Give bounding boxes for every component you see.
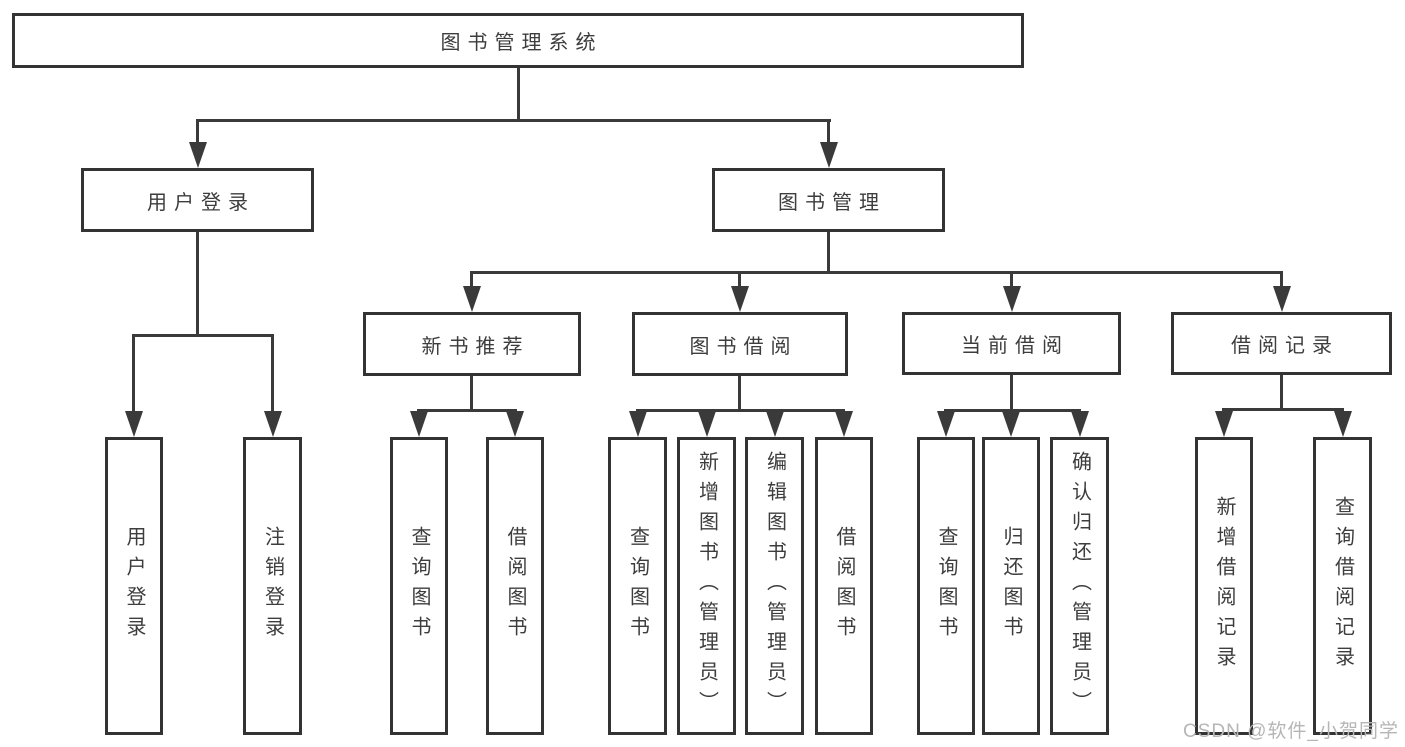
leaf-query-books-current: 查询图书 [917,437,975,735]
node-user-login-label: 用户登录 [147,191,255,214]
edge-line [470,376,473,412]
leaf-query-books-borrow: 查询图书 [608,437,667,735]
leaf-add-book-admin: 新增图书（管理员） [677,437,736,735]
node-book-management: 图书管理 [712,168,945,232]
arrowhead-down-icon [1273,286,1291,312]
leaf-borrow-books: 借阅图书 [815,437,873,735]
leaf-user-login-label: 用户登录 [123,526,145,646]
node-new-book-recommend-label: 新书推荐 [421,335,530,358]
arrowhead-down-icon [1071,411,1089,437]
leaf-borrow-books-label: 借阅图书 [833,526,855,646]
edge-line [517,68,520,121]
leaf-logout-label: 注销登录 [261,526,284,646]
node-new-book-recommend: 新书推荐 [363,312,581,376]
node-book-borrow-label: 图书借阅 [689,335,798,358]
edge-line [827,119,830,144]
edge-line [738,376,741,412]
node-current-borrow-label: 当前借阅 [961,335,1069,357]
edge-line [1222,408,1343,411]
leaf-user-login: 用户登录 [105,437,163,735]
arrowhead-down-icon [264,411,282,437]
edge-line [944,409,1081,412]
leaf-borrow-books-recommend-label: 借阅图书 [504,526,526,646]
arrowhead-down-icon [731,286,749,312]
edge-line [132,334,135,414]
edge-line [132,334,274,337]
edge-line [636,409,845,412]
leaf-add-borrow-record-label: 新增借阅记录 [1213,496,1235,676]
edge-line [417,409,517,412]
arrowhead-down-icon [698,411,716,437]
edge-line [1010,271,1013,288]
edge-line [271,334,274,414]
edge-line [196,119,831,122]
arrowhead-down-icon [410,411,428,437]
edge-line [738,271,741,288]
node-root-label: 图书管理系统 [440,32,603,54]
arrowhead-down-icon [937,411,955,437]
node-book-management-label: 图书管理 [778,191,886,214]
node-borrow-records-label: 借阅记录 [1231,335,1339,357]
leaf-borrow-books-recommend: 借阅图书 [486,437,544,735]
arrowhead-down-icon [189,142,207,168]
edge-line [1010,375,1013,411]
leaf-query-books-recommend: 查询图书 [390,437,448,735]
leaf-return-books: 归还图书 [982,437,1040,735]
arrowhead-down-icon [835,411,853,437]
leaf-confirm-return-admin-label: 确认归还（管理员） [1068,451,1091,721]
leaf-query-borrow-record-label: 查询借阅记录 [1331,496,1354,676]
arrowhead-down-icon [820,142,838,168]
node-user-login: 用户登录 [81,168,314,232]
leaf-edit-book-admin: 编辑图书（管理员） [745,437,804,735]
arrowhead-down-icon [766,411,784,437]
arrowhead-down-icon [506,411,524,437]
arrowhead-down-icon [1003,286,1021,312]
edge-line [470,271,1282,274]
watermark: CSDN @软件_小贺同学 [1183,721,1399,742]
edge-line [1280,375,1283,410]
leaf-query-borrow-record: 查询借阅记录 [1313,437,1372,735]
edge-line [196,119,199,144]
leaf-logout: 注销登录 [243,437,302,735]
node-root: 图书管理系统 [12,13,1024,68]
node-current-borrow: 当前借阅 [902,312,1121,375]
leaf-query-books-recommend-label: 查询图书 [408,526,430,646]
arrowhead-down-icon [125,411,143,437]
leaf-add-book-admin-label: 新增图书（管理员） [695,451,718,721]
arrowhead-down-icon [1215,411,1233,437]
arrowhead-down-icon [629,411,647,437]
leaf-edit-book-admin-label: 编辑图书（管理员） [763,451,786,721]
node-borrow-records: 借阅记录 [1171,312,1392,375]
node-book-borrow: 图书借阅 [632,312,848,376]
leaf-query-books-current-label: 查询图书 [935,526,957,646]
leaf-return-books-label: 归还图书 [1000,526,1022,646]
edge-line [1280,271,1283,288]
edge-line [196,232,199,336]
arrowhead-down-icon [463,286,481,312]
arrowhead-down-icon [1002,411,1020,437]
leaf-query-books-borrow-label: 查询图书 [626,526,649,646]
leaf-add-borrow-record: 新增借阅记录 [1195,437,1253,735]
edge-line [470,271,473,288]
edge-line [827,232,830,273]
leaf-confirm-return-admin: 确认归还（管理员） [1050,437,1109,735]
arrowhead-down-icon [1334,411,1352,437]
